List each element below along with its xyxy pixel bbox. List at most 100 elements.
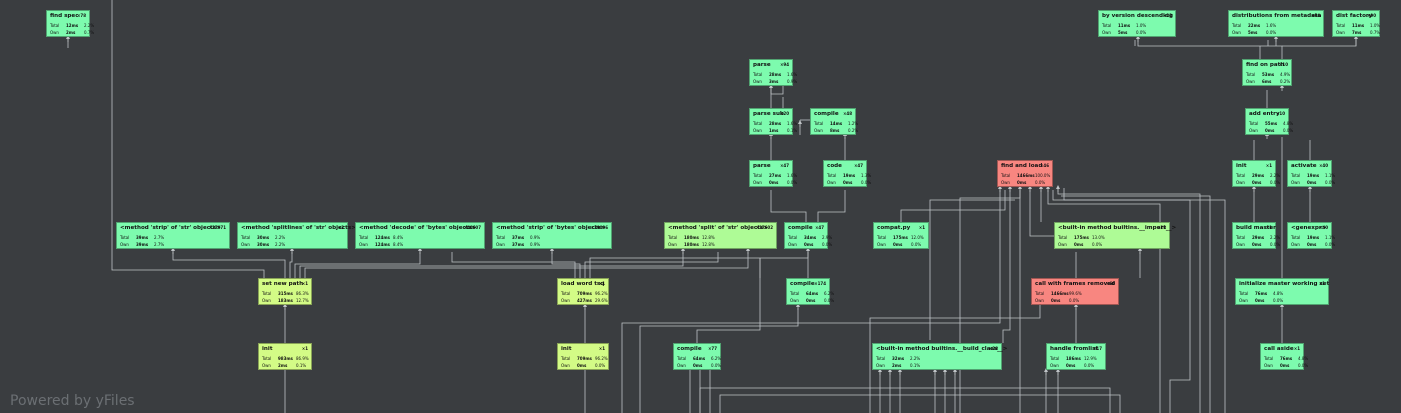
total-time: 28ms [769, 121, 782, 126]
total-percent: 2.7% [154, 235, 165, 240]
total-label: Total [241, 235, 251, 240]
own-label: Own [877, 242, 886, 247]
own-label: Own [1102, 30, 1111, 35]
total-time: 709ms [577, 291, 592, 296]
call-node[interactable]: <method 'splitlines' of 'str' objects>×2… [237, 222, 356, 249]
total-percent: 2.2% [910, 356, 921, 361]
total-label: Total [1232, 23, 1242, 28]
node-call-count: ×78 [77, 13, 86, 18]
total-time: 76ms [1280, 356, 1293, 361]
call-node[interactable]: <built-in method builtins.__import__>×28… [1054, 222, 1176, 249]
total-time: 124ms [375, 235, 390, 240]
own-percent: 0.0% [711, 363, 722, 368]
total-percent: 86.9% [296, 356, 309, 361]
own-time: 2ms [892, 363, 902, 368]
node-title: parse sub [753, 111, 784, 117]
own-label: Own [359, 242, 368, 247]
own-percent: 0.0% [1270, 180, 1281, 185]
own-percent: 0.0% [1298, 363, 1309, 368]
call-edge [869, 305, 1041, 413]
call-node[interactable]: <method 'strip' of 'bytes' objects>×3900… [492, 222, 612, 249]
own-percent: 0.0% [1092, 242, 1103, 247]
total-percent: 100.0% [1035, 173, 1051, 178]
own-label: Own [262, 363, 271, 368]
node-title: find spec [50, 13, 79, 19]
total-percent: 6.2% [711, 356, 722, 361]
call-edge [551, 252, 581, 278]
node-title: parse [753, 62, 771, 68]
own-percent: 0.0% [1136, 30, 1147, 35]
node-call-count: ×1 [918, 225, 925, 230]
total-label: Total [1291, 235, 1301, 240]
own-label: Own [120, 242, 129, 247]
own-time: 0ms [806, 298, 816, 303]
total-percent: 1.0% [1136, 23, 1147, 28]
own-time: 183ms [278, 298, 293, 303]
total-label: Total [1058, 235, 1068, 240]
own-label: Own [668, 242, 677, 247]
own-label: Own [1291, 180, 1300, 185]
node-title: <built-in method builtins.__import__> [1058, 225, 1177, 231]
node-title: <method 'strip' of 'str' objects> [120, 225, 221, 231]
node-call-count: ×28 [1157, 225, 1166, 230]
call-node[interactable]: <method 'decode' of 'bytes' objects>×406… [355, 222, 485, 249]
call-edge [584, 252, 719, 278]
total-percent: 1.1% [1325, 235, 1336, 240]
own-percent: 0.0% [861, 180, 872, 185]
total-label: Total [1264, 356, 1274, 361]
total-label: Total [753, 173, 763, 178]
own-time: 0ms [1265, 128, 1275, 133]
own-label: Own [1236, 242, 1245, 247]
total-label: Total [262, 356, 272, 361]
total-time: 19ms [1307, 173, 1320, 178]
total-time: 30ms [257, 235, 270, 240]
call-node[interactable]: <built-in method builtins.__build_class_… [872, 343, 1007, 370]
node-call-count: ×39006 [590, 225, 608, 230]
total-time: 983ms [278, 356, 293, 361]
own-label: Own [561, 298, 570, 303]
total-label: Total [50, 23, 60, 28]
